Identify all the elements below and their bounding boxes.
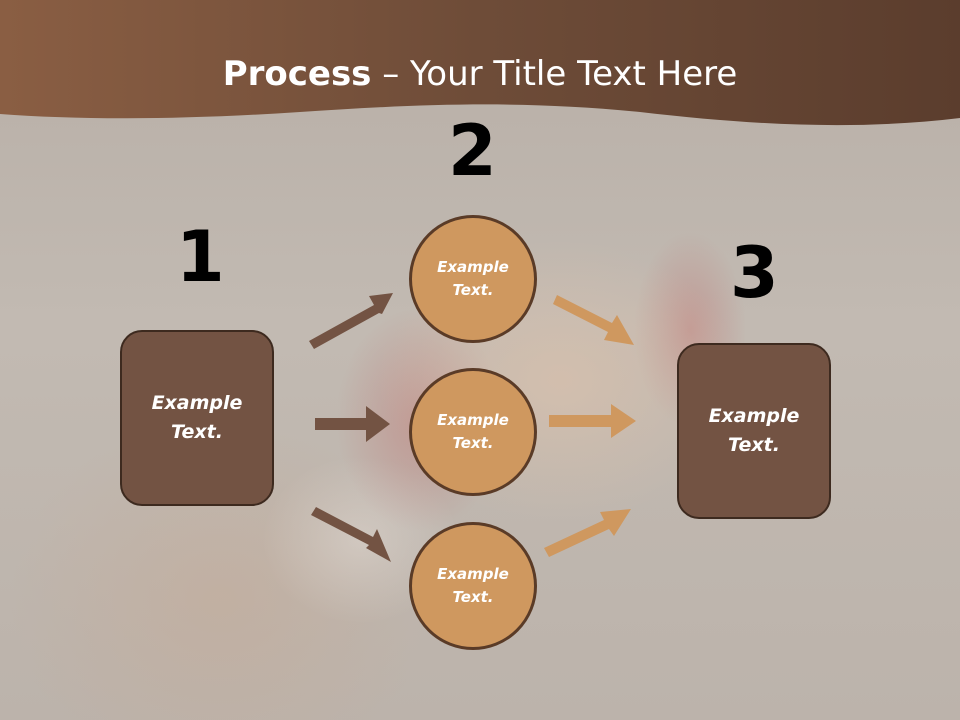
header-band [0,0,960,126]
title-bold: Process [222,54,372,94]
step-number-2: 2 [448,110,497,192]
circle-top: Example Text. [409,215,537,343]
circle-bottom: Example Text. [409,522,537,650]
slide-title: Process – Your Title Text Here [0,52,960,96]
left-box: Example Text. [120,330,274,506]
arrow-left-mid [315,406,390,442]
arrow-right-down [553,295,634,345]
arrow-left-down [311,507,391,562]
step-number-1: 1 [176,216,225,298]
title-rest: – Your Title Text Here [371,54,738,94]
arrow-right-up [544,509,631,557]
step-number-3: 3 [730,232,779,314]
arrow-left-up [309,293,393,349]
circle-middle: Example Text. [409,368,537,496]
arrow-right-mid [549,404,636,438]
right-box: Example Text. [677,343,831,519]
